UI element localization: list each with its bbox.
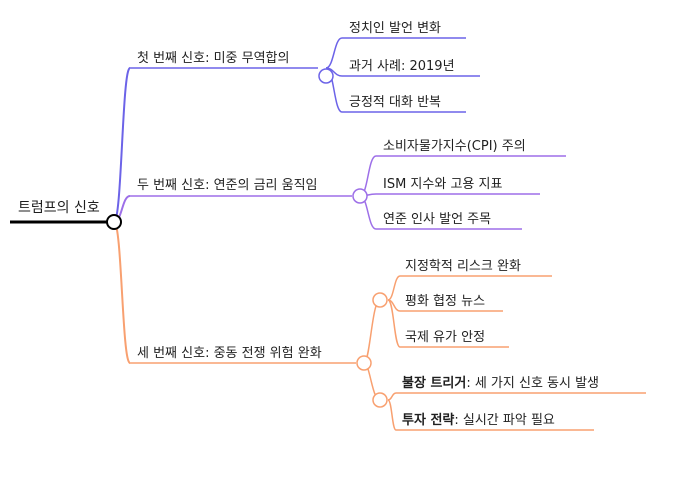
branch-1-child-3-label: 긍정적 대화 반복: [349, 95, 441, 110]
branch-1-child-2-label: 과거 사례: 2019년: [349, 59, 455, 74]
branch-3-subgroup-toggle[interactable]: [372, 292, 388, 308]
root-label: 트럼프의 신호: [18, 200, 100, 216]
branch-fed-rates: 두 번째 신호: 연준의 금리 움직임 소비자물가지수(CPI) 주의 ISM …: [113, 139, 566, 230]
branch-3-expand-toggle[interactable]: [356, 355, 372, 371]
branch-middle-east: 세 번째 신호: 중동 전쟁 위험 완화 지정학적 리스크 완화 평화 협정 뉴…: [113, 221, 646, 431]
branch-1-child-1-label: 정치인 발언 변화: [349, 21, 441, 36]
extra-node-1-rest: : 세 가지 신호 동시 발생: [466, 376, 599, 391]
branch-3-child-1-label: 지정학적 리스크 완화: [405, 259, 521, 274]
extra-node-1-connector: [387, 392, 397, 401]
branch-trade-deal: 첫 번째 신호: 미중 무역합의 정치인 발언 변화 과거 사례: 2019년 …: [113, 21, 480, 223]
extra-node-2-bold: 투자 전략: [402, 412, 454, 428]
branch-3-child-1-connector: [387, 275, 401, 301]
extra-node-2-rest: : 실시간 파악 필요: [454, 413, 555, 428]
branch-1-label: 첫 번째 신호: 미중 무역합의: [137, 51, 289, 66]
branch-2-label: 두 번째 신호: 연준의 금리 움직임: [137, 178, 318, 193]
extra-node-2-label: 투자 전략: 실시간 파악 필요: [402, 412, 555, 428]
branch-3-subhub-connector: [363, 299, 381, 364]
branch-1-connector: [113, 67, 131, 223]
extra-node-2-connector: [387, 399, 397, 431]
branch-3-child-2-label: 평화 협정 뉴스: [405, 294, 485, 309]
branch-2-child-2-label: ISM 지수와 고용 지표: [383, 177, 502, 192]
extra-node-1-bold: 불장 트리거: [402, 375, 466, 391]
root-node-toggle[interactable]: [106, 214, 122, 230]
branch-3-extra-toggle[interactable]: [372, 392, 388, 408]
branch-3-child-3-label: 국제 유가 안정: [405, 330, 485, 345]
branch-3-connector: [113, 221, 131, 364]
branch-3-label: 세 번째 신호: 중동 전쟁 위험 완화: [137, 346, 322, 361]
branch-2-expand-toggle[interactable]: [352, 188, 368, 204]
branch-2-child-3-label: 연준 인사 발언 주목: [383, 212, 491, 227]
branch-1-child-1-connector: [325, 37, 343, 69]
branch-1-expand-toggle[interactable]: [318, 68, 334, 84]
branch-2-child-1-label: 소비자물가지수(CPI) 주의: [383, 139, 526, 154]
branch-3-child-3-connector: [387, 299, 401, 348]
extra-node-1-label: 불장 트리거: 세 가지 신호 동시 발생: [402, 375, 599, 391]
